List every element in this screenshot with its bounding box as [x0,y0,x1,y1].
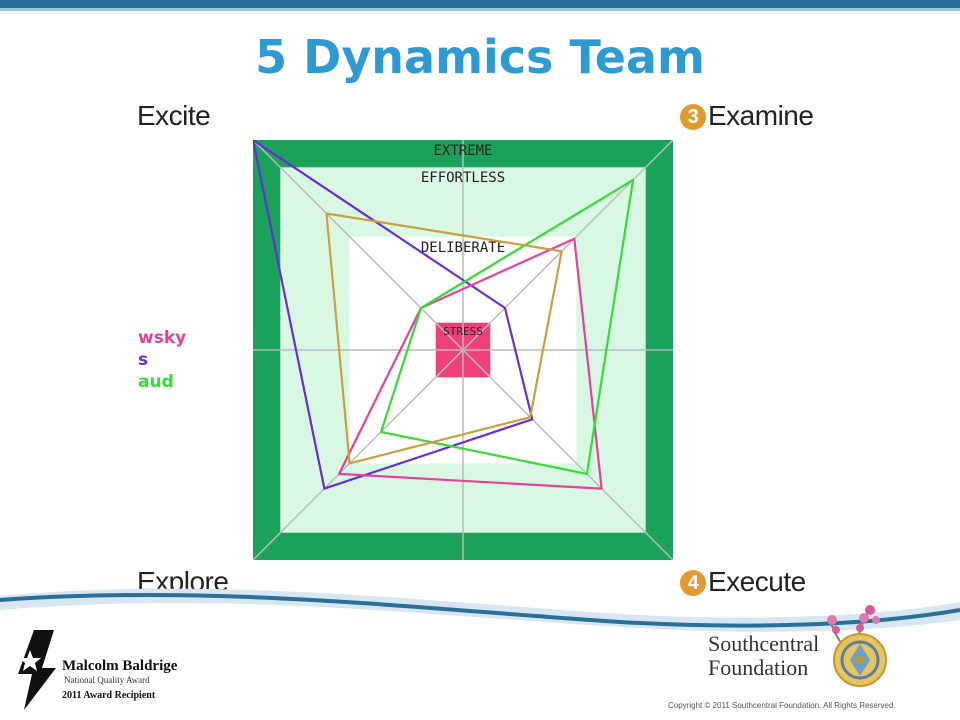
series-polygon-2 [337,237,603,490]
organization-line2: Foundation [708,655,809,680]
footer-wave [0,588,960,720]
level-label-deliberate: DELIBERATE [421,240,505,256]
legend-fragment: wsky s aud [138,327,186,393]
series-polygon-3 [380,178,635,475]
top-rule [0,0,960,8]
level-label-effortless: EFFORTLESS [421,170,505,186]
corner-label-excite: Excite [137,100,211,131]
baldrige-logo: Malcolm Baldrige National Quality Award … [12,628,182,712]
copyright-notice: Copyright © 2011 Southcentral Foundation… [668,701,896,710]
foundation-emblem-icon [833,633,887,687]
level-label-stress: STRESS [443,325,483,338]
organization-line1: Southcentral [708,631,820,656]
legend-entry-3: aud [138,372,174,392]
axis-line-4 [253,140,673,560]
corner-label-execute-text: Execute [708,566,806,597]
top-rule-accent [0,8,960,11]
baldrige-line3: 2011 Award Recipient [62,690,156,701]
number-badge-3: 3 [680,104,706,130]
legend-entry-1: wsky [138,328,187,348]
baldrige-line2: National Quality Award [64,675,150,685]
slide-title: 5 Dynamics Team [255,30,705,84]
level-label-extreme: EXTREME [433,143,492,159]
organization-name: Southcentral Foundation [708,632,819,680]
number-badge-4: 4 [680,570,706,596]
series-polygon-4 [325,212,563,465]
corner-label-examine-text: Examine [708,100,814,131]
baldrige-line1: Malcolm Baldrige [62,658,178,674]
radar-chart: EXTREME EFFORTLESS DELIBERATE STRESS [253,140,673,560]
series-polygon-1 [253,140,534,490]
baldrige-star-icon [18,630,56,710]
legend-entry-2: s [138,350,149,370]
